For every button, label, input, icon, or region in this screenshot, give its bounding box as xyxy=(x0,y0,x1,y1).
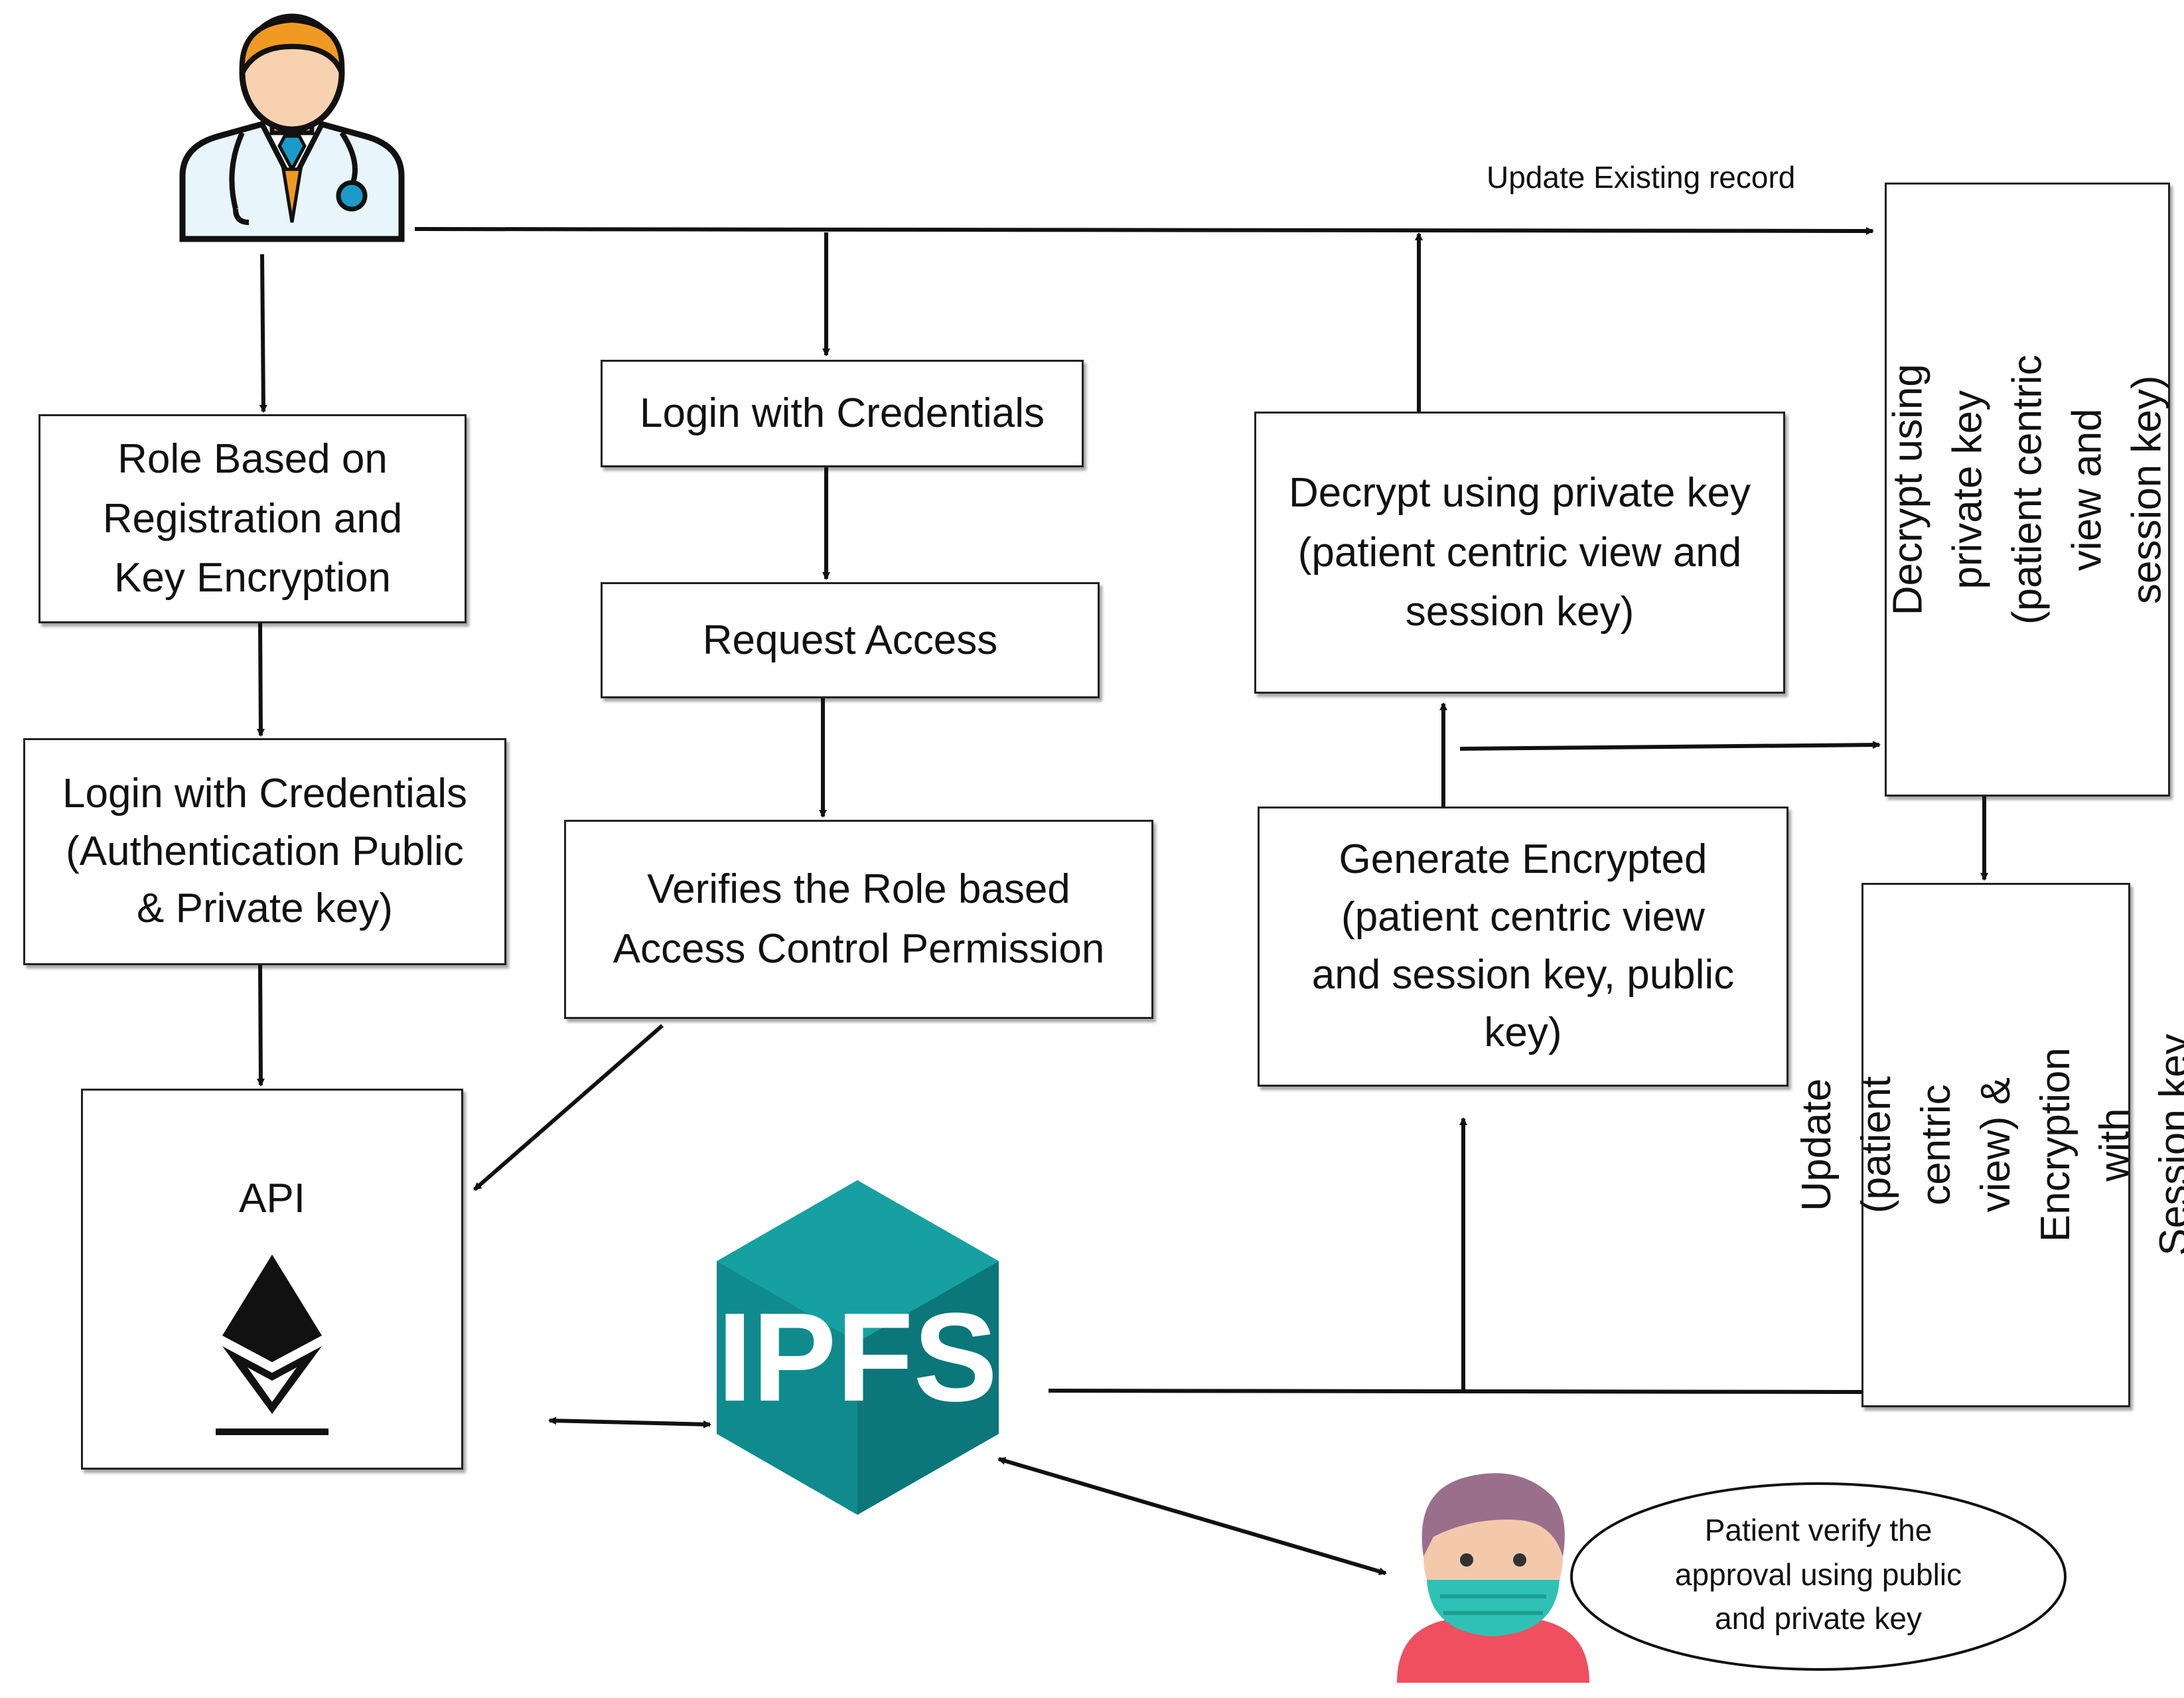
login-label: Login with Credentials xyxy=(639,390,1045,437)
api-label: API xyxy=(239,1176,305,1221)
role-registration-box: Role Based on Registration and Key Encry… xyxy=(38,414,467,623)
request-access-label: Request Access xyxy=(702,617,998,663)
request-access-box: Request Access xyxy=(601,582,1100,698)
patient-note-ellipse xyxy=(1570,1482,2067,1671)
doctor-icon xyxy=(179,13,405,242)
update-existing-label: Update Existing record xyxy=(1487,160,1796,194)
edge-doctor-to-decrypt-right xyxy=(414,226,1874,235)
edge-role-to-login-auth xyxy=(256,623,265,737)
ethereum-icon xyxy=(216,1255,328,1435)
decrypt-right-box: Decrypt using private key (patient centr… xyxy=(1885,183,2170,797)
edge-mid-to-decrypt-right xyxy=(1459,741,1881,751)
login-box: Login with Credentials xyxy=(601,360,1084,467)
patient-note-label: Patient verify the approval using public… xyxy=(1674,1513,1962,1636)
ipfs-label: IPFS xyxy=(717,1287,997,1428)
edge-verify-to-api xyxy=(473,1024,664,1192)
role-registration-label: Role Based on Registration and Key Encry… xyxy=(102,435,403,601)
verify-role-box: Verifies the Role based Access Control P… xyxy=(564,820,1153,1019)
login-auth-label: Login with Credentials (Authentication P… xyxy=(62,770,467,932)
edge-api-ipfs xyxy=(548,1417,711,1428)
generate-encrypted-label: Generate Encrypted (patient centric view… xyxy=(1311,836,1735,1055)
verify-role-label: Verifies the Role based Access Control P… xyxy=(613,866,1105,972)
generate-encrypted-box: Generate Encrypted (patient centric view… xyxy=(1258,807,1788,1087)
login-auth-box: Login with Credentials (Authentication P… xyxy=(23,738,506,965)
decrypt-mid-box: Decrypt using private key (patient centr… xyxy=(1254,412,1785,694)
edge-doctor-to-role xyxy=(259,254,267,413)
update-right-box: Update (patient centric view) & Encrypti… xyxy=(1794,883,2184,1407)
ipfs-logo: IPFS xyxy=(717,1180,999,1515)
decrypt-mid-label: Decrypt using private key (patient centr… xyxy=(1288,469,1751,635)
edge-ipfs-patient xyxy=(997,1457,1387,1575)
edge-login-auth-to-api xyxy=(256,965,265,1087)
patient-masked-icon xyxy=(1397,1473,1589,1683)
edge-ipfs-to-update xyxy=(1048,1389,1862,1394)
